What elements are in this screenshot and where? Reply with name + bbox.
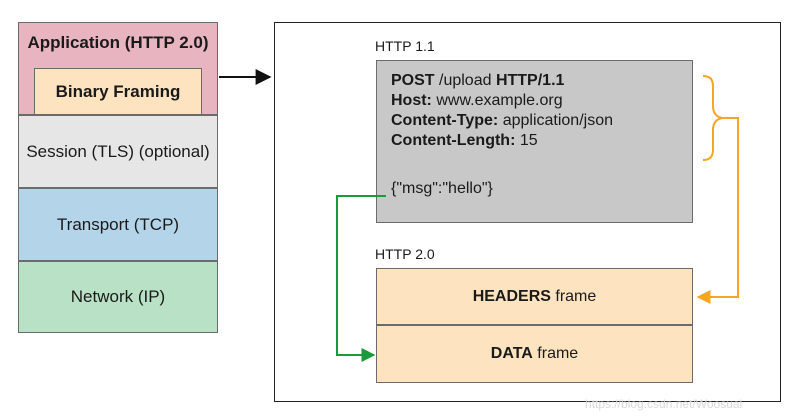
header-content-length-key: Content-Length: (391, 132, 516, 149)
headers-frame-rest: frame (550, 287, 597, 305)
session-layer-label: Session (TLS) (optional) (26, 141, 210, 161)
request-path: /upload (434, 72, 496, 89)
session-layer: Session (TLS) (optional) (18, 115, 218, 188)
request-method: POST (391, 72, 435, 89)
header-host: Host: www.example.org (391, 91, 678, 111)
header-content-type: Content-Type: application/json (391, 111, 678, 131)
headers-frame: HEADERS frame (376, 268, 693, 325)
data-frame: DATA frame (376, 325, 693, 383)
http11-request-box: POST /upload HTTP/1.1 Host: www.example.… (376, 60, 693, 223)
header-content-type-value: application/json (498, 112, 613, 129)
http2-label: HTTP 2.0 (375, 246, 435, 262)
transport-layer: Transport (TCP) (18, 188, 218, 261)
request-line: POST /upload HTTP/1.1 (391, 71, 678, 91)
http11-label: HTTP 1.1 (375, 38, 435, 54)
transport-layer-label: Transport (TCP) (56, 214, 180, 234)
data-frame-rest: frame (532, 345, 579, 362)
header-host-key: Host: (391, 92, 432, 109)
request-body: {"msg":"hello"} (391, 179, 678, 199)
protocol-stack: Application (HTTP 2.0) Binary Framing Se… (18, 22, 218, 333)
header-content-length-value: 15 (515, 132, 538, 149)
headers-frame-bold: HEADERS (472, 287, 551, 305)
header-host-value: www.example.org (431, 92, 563, 109)
network-layer: Network (IP) (18, 261, 218, 333)
request-body-text: {"msg":"hello"} (391, 180, 493, 197)
data-frame-bold: DATA (490, 345, 533, 362)
binary-framing-label: Binary Framing (55, 81, 181, 101)
network-layer-label: Network (IP) (70, 287, 166, 306)
request-version: HTTP/1.1 (495, 72, 565, 89)
header-content-length: Content-Length: 15 (391, 131, 678, 151)
watermark: https://blog.csdn.net/Woosual (585, 397, 743, 411)
header-content-type-key: Content-Type: (391, 112, 499, 129)
binary-framing-box: Binary Framing (34, 68, 202, 115)
application-layer-label: Application (HTTP 2.0) (27, 33, 209, 52)
